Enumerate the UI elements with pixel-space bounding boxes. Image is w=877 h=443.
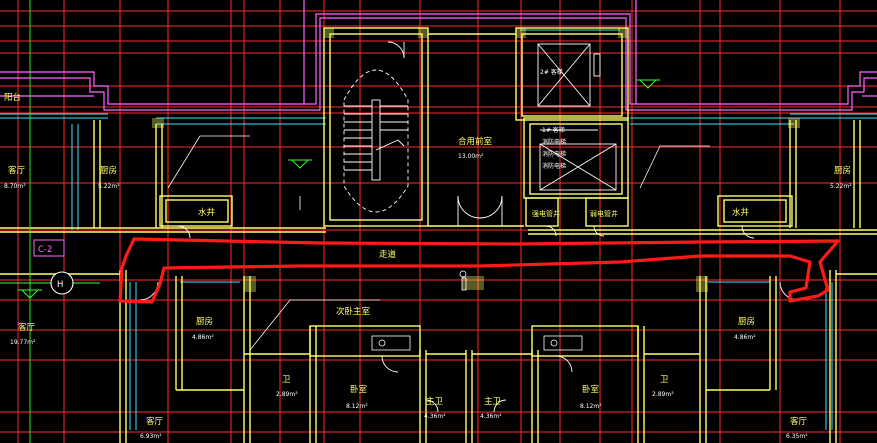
label-kitchen-left-bottom: 厨房 — [196, 316, 213, 327]
label-living-left-top: 客厅 — [8, 165, 26, 176]
window-lines — [0, 29, 877, 430]
label-living-left-bottom-area: 19.77m² — [10, 339, 36, 346]
label-shared-front-room: 合用前室 — [458, 136, 493, 147]
label-master-bedroom: 次卧主室 — [336, 306, 371, 317]
label-elevator-legend-4: 消防电梯 — [542, 162, 566, 170]
label-living-bottom-left: 客厅 — [146, 416, 164, 427]
fixtures — [371, 270, 583, 351]
label-shared-front-room-area: 13.00m² — [458, 153, 484, 160]
label-kitchen-left-top: 厨房 — [100, 165, 117, 176]
stair-treads — [344, 105, 408, 171]
label-water-well-right: 水井 — [732, 207, 749, 218]
axis-bubble-circle — [50, 271, 74, 295]
label-elevator-legend-2: 消防电梯 — [542, 138, 566, 146]
label-bath-right-area: 2.89m² — [652, 391, 674, 398]
axis-tag-box — [33, 239, 65, 257]
room-labels: 阳台 客厅 8.70m² 厨房 5.22m² 水井 合用前室 13.00m² 2… — [4, 68, 852, 440]
label-bedroom-right: 卧室 — [582, 384, 600, 395]
label-axis-tag: C-2 — [38, 245, 52, 255]
label-kitchen-right-bottom: 厨房 — [738, 316, 755, 327]
label-kitchen-right-top-area: 5.22m² — [830, 183, 852, 190]
stair — [343, 69, 409, 213]
label-bedroom-right-area: 8.12m² — [580, 403, 602, 410]
label-master-bath-left-area: 4.36m² — [424, 413, 446, 420]
label-elevator-legend-1: 1# 客梯 — [542, 126, 565, 134]
label-living-left-top-area: 8.70m² — [4, 183, 26, 190]
label-kitchen-right-top: 厨房 — [834, 165, 851, 176]
label-bedroom-left: 卧室 — [350, 384, 368, 395]
label-living-bottom-right-area: 6.35m² — [786, 433, 808, 440]
leader-lines — [167, 135, 710, 351]
axis-marker — [0, 0, 660, 443]
building-outline — [0, 0, 877, 111]
label-kitchen-right-bottom-area: 4.86m² — [734, 334, 756, 341]
label-water-well-left: 水井 — [198, 207, 215, 218]
label-bath-right: 卫 — [660, 375, 669, 385]
label-balcony-left: 阳台 — [4, 92, 21, 103]
label-axis-bubble: H — [57, 280, 63, 290]
label-kitchen-left-top-area: 5.22m² — [98, 183, 120, 190]
corridor-markup-outline — [118, 237, 840, 304]
label-elevator-top: 2# 客梯 — [540, 68, 563, 76]
elevator-shafts — [537, 43, 617, 191]
label-master-bath-right: 主卫 — [484, 396, 502, 407]
label-weak-electric-shaft: 弱电管井 — [590, 209, 618, 218]
label-strong-electric-shaft: 强电管井 — [532, 209, 560, 218]
doors — [139, 41, 799, 413]
label-living-bottom-right: 客厅 — [790, 416, 808, 427]
label-bath-left-area: 2.89m² — [276, 391, 298, 398]
label-kitchen-left-bottom-area: 4.86m² — [192, 334, 214, 341]
label-elevator-legend-3: 消防电梯 — [542, 150, 566, 158]
label-corridor: 走道 — [379, 249, 397, 260]
walls — [0, 27, 877, 443]
label-bath-left: 卫 — [282, 375, 291, 385]
label-bedroom-left-area: 8.12m² — [346, 403, 368, 410]
label-master-bath-left: 主卫 — [426, 396, 444, 407]
label-living-bottom-left-area: 6.93m² — [140, 433, 162, 440]
label-living-left-bottom: 客厅 — [18, 322, 36, 333]
label-master-bath-right-area: 4.36m² — [480, 413, 502, 420]
columns — [152, 28, 800, 292]
